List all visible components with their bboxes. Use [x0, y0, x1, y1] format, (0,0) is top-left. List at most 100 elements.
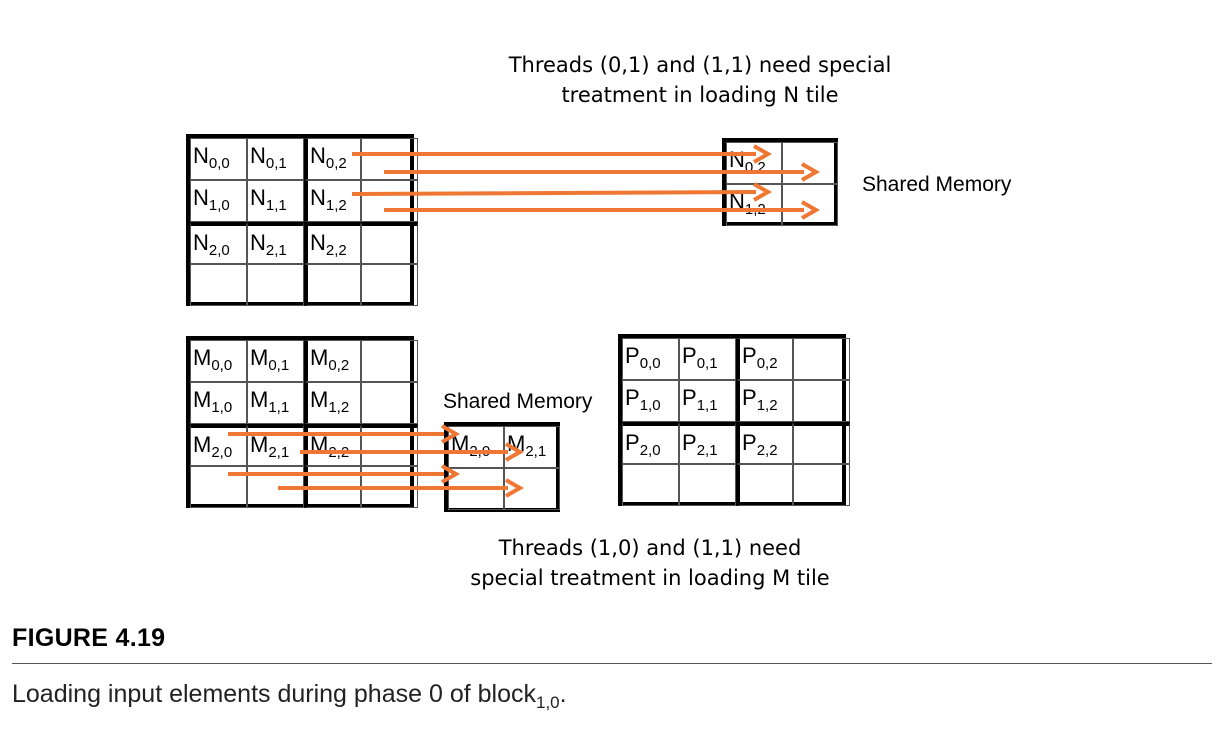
cell-letter: P: [625, 343, 640, 368]
grid-cell: P1,1: [679, 380, 736, 422]
grid-cell: [782, 184, 838, 226]
cell-index: 1,2: [325, 197, 347, 214]
grid-cell: P2,0: [622, 422, 679, 464]
cell-letter: N: [250, 185, 266, 210]
grid-cell: N2,2: [304, 222, 361, 264]
cell-index: 2,2: [325, 242, 347, 259]
cell-index: 0,0: [639, 355, 661, 372]
cell-index: 0,1: [696, 355, 718, 372]
cell-index: 0,1: [265, 155, 287, 172]
cell-index: 2,1: [265, 242, 287, 259]
cell-letter: P: [625, 430, 640, 455]
grid-cell: N1,0: [190, 180, 247, 222]
cell-letter: P: [682, 430, 697, 455]
caption-m-line-1: Threads (1,0) and (1,1) need: [498, 536, 802, 560]
grid-cell: [361, 138, 418, 180]
cell-index: 1,0: [639, 397, 661, 414]
grid-cell: N0,0: [190, 138, 247, 180]
grid-cell: [361, 180, 418, 222]
cell-index: 2,1: [696, 442, 718, 459]
cell-letter: P: [742, 430, 757, 455]
caption-m-line-2: special treatment in loading M tile: [470, 566, 830, 590]
caption-m-tile: Threads (1,0) and (1,1) need special tre…: [380, 533, 920, 593]
load-arrow-shaft: [351, 190, 757, 196]
cell-letter: M: [193, 387, 212, 412]
grid-cell: P2,1: [679, 422, 736, 464]
cell-letter: M: [310, 345, 329, 370]
grid-cell: P0,0: [622, 338, 679, 380]
grid-cell: M1,1: [247, 382, 304, 424]
shared-memory-m-tile: M2,0M2,1: [444, 422, 560, 512]
grid-cell: [361, 382, 418, 424]
cell-index: 1,0: [208, 197, 230, 214]
grid-cell: P1,2: [736, 380, 793, 422]
cell-index: 1,1: [268, 399, 290, 416]
cell-letter: M: [250, 345, 269, 370]
cell-index: 0,0: [208, 155, 230, 172]
grid-cell: P1,0: [622, 380, 679, 422]
cell-index: 2,0: [211, 444, 233, 461]
grid-cell: [622, 464, 679, 506]
cell-letter: N: [193, 230, 209, 255]
cell-index: 2,1: [268, 444, 290, 461]
cell-letter: P: [742, 343, 757, 368]
cell-letter: M: [250, 387, 269, 412]
figure-caption-text: Loading input elements during phase 0 of…: [12, 680, 536, 708]
cell-letter: N: [193, 143, 209, 168]
grid-cell: M0,1: [247, 340, 304, 382]
grid-cell: P0,1: [679, 338, 736, 380]
matrix-m-grid: M0,0M0,1M0,2M1,0M1,1M1,2M2,0M2,1M2,2: [186, 336, 418, 508]
cell-letter: N: [310, 143, 326, 168]
cell-index: 2,0: [639, 442, 661, 459]
cell-letter: M: [507, 431, 526, 456]
grid-cell: M0,2: [304, 340, 361, 382]
grid-cell: [190, 466, 247, 508]
grid-cell: N1,2: [304, 180, 361, 222]
grid-cell: M2,1: [247, 424, 304, 466]
cell-index: 2,1: [525, 443, 547, 460]
cell-letter: P: [625, 385, 640, 410]
grid-cell: [793, 380, 850, 422]
figure-title: FIGURE 4.19: [12, 624, 166, 652]
cell-letter: M: [451, 431, 470, 456]
cell-index: 0,2: [756, 355, 778, 372]
cell-index: 1,2: [328, 399, 350, 416]
cell-letter: M: [193, 345, 212, 370]
caption-n-line-2: treatment in loading N tile: [561, 83, 839, 107]
grid-cell: P2,2: [736, 422, 793, 464]
cell-letter: N: [310, 185, 326, 210]
load-arrow-head: [441, 424, 461, 444]
grid-cell: [793, 338, 850, 380]
grid-cell: N0,2: [304, 138, 361, 180]
cell-index: 1,1: [265, 197, 287, 214]
grid-cell: M1,2: [304, 382, 361, 424]
grid-cell: N1,1: [247, 180, 304, 222]
load-arrow-head: [753, 144, 773, 164]
grid-cell: [361, 424, 418, 466]
grid-cell: [361, 264, 418, 306]
cell-letter: P: [742, 385, 757, 410]
grid-cell: [736, 464, 793, 506]
figure-caption-subscript: 1,0: [535, 693, 560, 712]
grid-cell: M1,0: [190, 382, 247, 424]
load-arrow-head: [441, 464, 461, 484]
load-arrow-head: [505, 442, 525, 462]
cell-letter: N: [250, 143, 266, 168]
grid-cell: M0,0: [190, 340, 247, 382]
shared-memory-n-label: Shared Memory: [862, 173, 1012, 196]
cell-letter: N: [729, 189, 745, 214]
shared-memory-m-label: Shared Memory: [443, 390, 593, 413]
cell-letter: N: [193, 185, 209, 210]
cell-index: 0,1: [268, 357, 290, 374]
figure-divider: [12, 663, 1212, 664]
grid-cell: N2,1: [247, 222, 304, 264]
grid-cell: [361, 340, 418, 382]
grid-cell: [304, 264, 361, 306]
cell-letter: M: [310, 387, 329, 412]
cell-index: 1,0: [211, 399, 233, 416]
load-arrow-head: [505, 478, 525, 498]
caption-n-line-1: Threads (0,1) and (1,1) need special: [508, 53, 892, 77]
